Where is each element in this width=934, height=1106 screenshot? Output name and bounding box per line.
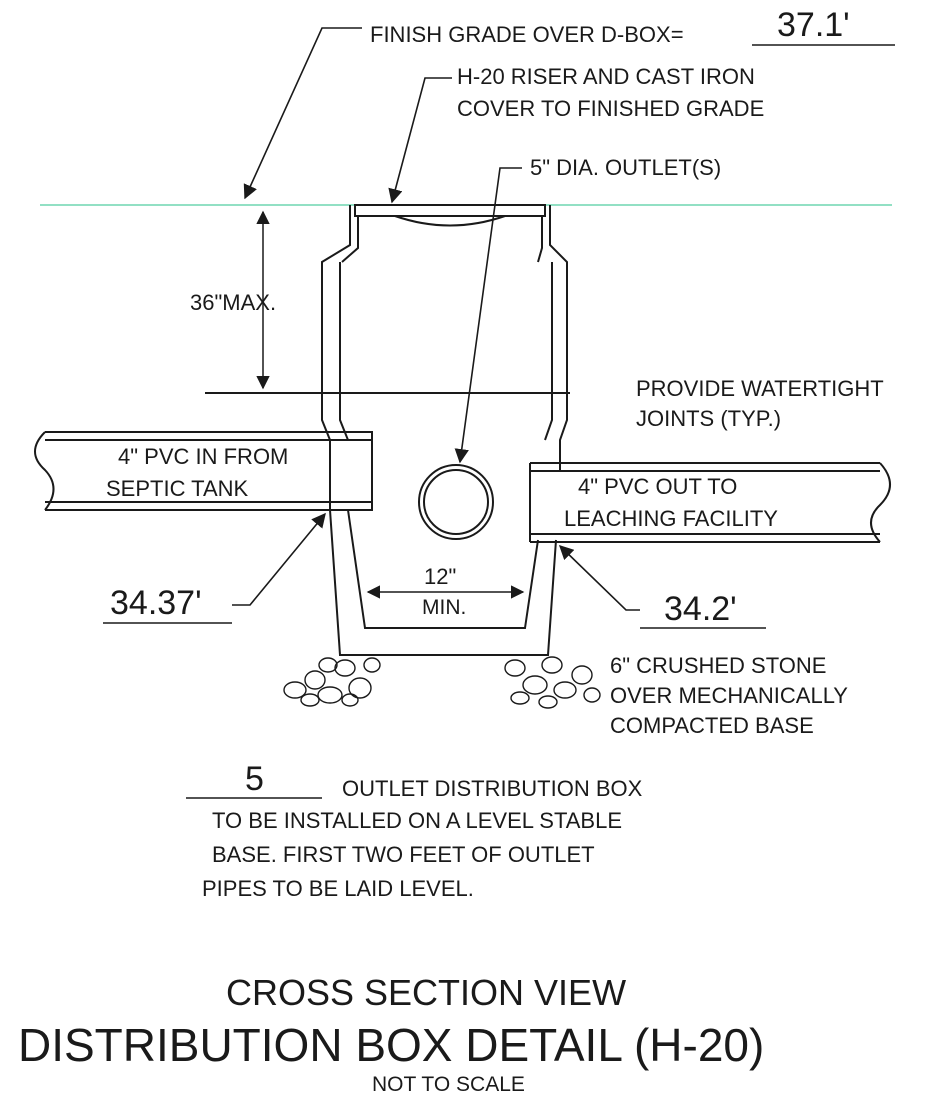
box-note-line3: BASE. FIRST TWO FEET OF OUTLET	[212, 842, 595, 867]
underlines	[103, 44, 895, 799]
watertight-note-line2: JOINTS (TYP.)	[636, 406, 782, 431]
clearance-min: MIN.	[422, 596, 467, 619]
page-title: DISTRIBUTION BOX DETAIL (H-20)	[18, 1019, 765, 1071]
box-note-line4: PIPES TO BE LAID LEVEL.	[202, 876, 474, 901]
outlet-opening	[418, 464, 494, 540]
distribution-box	[205, 262, 570, 656]
finish-grade-value: 37.1'	[777, 6, 850, 44]
scale-note: NOT TO SCALE	[372, 1073, 525, 1096]
riser-note-line1: H-20 RISER AND CAST IRON	[457, 64, 755, 89]
inlet-invert: 34.37'	[110, 584, 202, 622]
outlet-pipe-line2: LEACHING FACILITY	[564, 506, 778, 531]
box-count: 5	[245, 760, 264, 798]
riser-cover	[321, 204, 568, 290]
view-title: CROSS SECTION VIEW	[226, 972, 627, 1013]
outlet-note: 5" DIA. OUTLET(S)	[530, 155, 722, 180]
riser-note-line2: COVER TO FINISHED GRADE	[457, 96, 765, 121]
finish-grade-label: FINISH GRADE OVER D-BOX=	[370, 22, 684, 47]
leader-lines	[232, 27, 640, 611]
inlet-pipe-line1: 4" PVC IN FROM	[118, 444, 289, 469]
stone-note-line3: COMPACTED BASE	[610, 713, 814, 738]
outlet-invert: 34.2'	[664, 590, 737, 628]
depth-max-label: 36"MAX.	[190, 290, 277, 315]
outlet-pipe-line1: 4" PVC OUT TO	[578, 474, 738, 499]
stone-note-line2: OVER MECHANICALLY	[610, 683, 848, 708]
crushed-stone	[283, 656, 601, 709]
watertight-note-line1: PROVIDE WATERTIGHT	[636, 376, 884, 401]
box-note-line1: OUTLET DISTRIBUTION BOX	[342, 776, 643, 801]
outlet-pipe	[529, 462, 891, 543]
box-note-line2: TO BE INSTALLED ON A LEVEL STABLE	[212, 808, 623, 833]
stone-note-line1: 6" CRUSHED STONE	[610, 653, 827, 678]
inlet-pipe-line2: SEPTIC TANK	[106, 476, 249, 501]
inlet-pipe	[34, 431, 373, 511]
clearance-value: 12"	[424, 564, 457, 589]
